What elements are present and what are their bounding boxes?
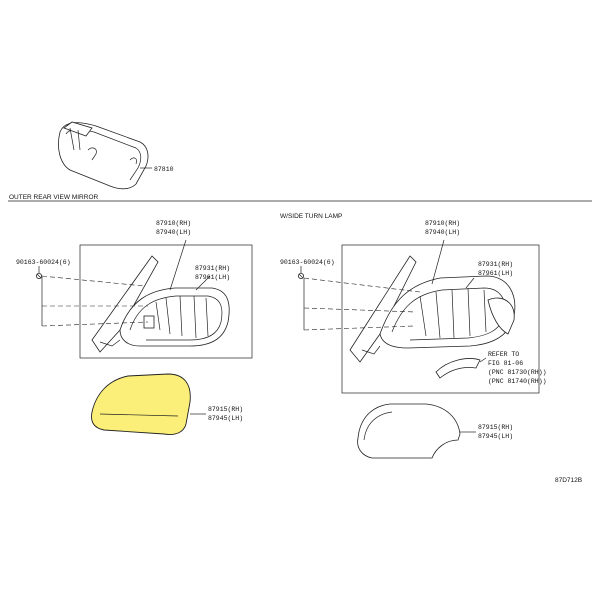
left-frame-lh-label: 87961(LH) (195, 274, 230, 281)
right-refer-line3: (PNC 81730(RH)) (488, 369, 547, 376)
right-housing-lh-label: 87940(LH) (425, 229, 460, 236)
left-cover-rh-label: 87915(RH) (208, 406, 243, 413)
left-cover-highlighted (91, 373, 191, 435)
right-frame-leader (465, 277, 475, 289)
right-frame-rh-label: 87931(RH) (478, 261, 513, 268)
right-mirror-assembly (349, 255, 516, 363)
variant-label: W/SIDE TURN LAMP (280, 213, 342, 220)
left-housing-rh-label: 87910(RH) (156, 220, 191, 227)
right-cover-lh-label: 87945(LH) (478, 433, 513, 440)
left-cover-lh-label: 87945(LH) (208, 415, 243, 422)
left-screw-icon (36, 272, 43, 279)
right-refer-line2: FIG 81-06 (488, 360, 523, 367)
left-guide-1 (41, 275, 145, 287)
right-frame-lh-label: 87961(LH) (478, 270, 513, 277)
right-screw-label: 90163-60024(6) (280, 259, 335, 266)
right-refer-line4: (PNC 81740(RH)) (488, 378, 547, 385)
right-cover (357, 403, 461, 459)
left-box-frame (79, 244, 253, 359)
inner-mirror-drawing (58, 121, 149, 190)
right-guide-2 (303, 307, 417, 313)
right-screw-icon (297, 272, 304, 279)
left-mirror-assembly (91, 255, 230, 353)
left-housing-lh-label: 87940(LH) (156, 229, 191, 236)
left-guide-3 (41, 321, 149, 327)
right-guide-1 (303, 277, 421, 293)
right-turn-lamp (435, 358, 481, 379)
right-box-frame (341, 244, 540, 394)
right-lamp-leader (479, 357, 487, 363)
left-frame-rh-label: 87931(RH) (195, 265, 230, 272)
right-housing-leader (431, 239, 445, 285)
inner-mirror-part-label: 87810 (154, 166, 174, 173)
right-housing-rh-label: 87910(RH) (425, 220, 460, 227)
figure-code: 87D712B (555, 477, 582, 484)
left-frame-leader (195, 275, 211, 291)
section-label: OUTER REAR VIEW MIRROR (9, 194, 99, 201)
left-screw-label: 90163-60024(6) (16, 259, 71, 266)
right-cover-rh-label: 87915(RH) (478, 424, 513, 431)
right-guide-3 (303, 325, 415, 331)
left-housing-leader (169, 239, 187, 291)
right-refer-line1: REFER TO (488, 351, 519, 358)
